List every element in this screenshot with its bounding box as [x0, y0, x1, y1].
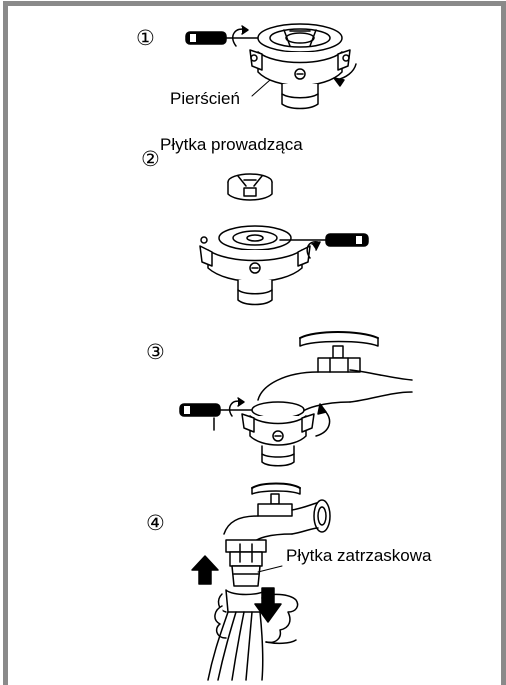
- step4-number: ④: [146, 513, 165, 535]
- step4-hose: [208, 612, 263, 680]
- step3-number: ③: [146, 342, 165, 364]
- step1-label-ring: Pierścień: [170, 90, 240, 108]
- step2-number: ②: [141, 149, 160, 171]
- step4-leader-line: [258, 566, 282, 572]
- step1-adapter: [250, 24, 356, 109]
- step3-adapter: [242, 402, 314, 466]
- step4-faucet: [224, 484, 330, 545]
- step2-guide-plate: [228, 174, 272, 200]
- step2-label-guide-plate: Płytka prowadząca: [160, 136, 303, 154]
- step1-leader-line: [252, 80, 270, 96]
- step4-label-latch-plate: Płytka zatrzaskowa: [286, 547, 432, 565]
- step2-adapter: [200, 226, 310, 305]
- step4-arrow-up: [192, 556, 218, 584]
- step1-number: ①: [136, 28, 155, 50]
- step1-screwdriver: [186, 26, 270, 46]
